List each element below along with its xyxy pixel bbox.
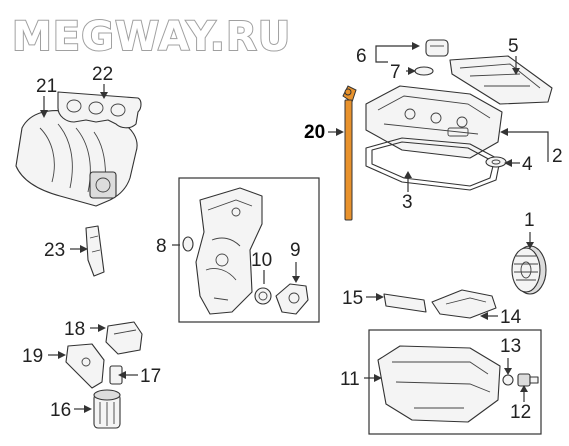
tensioner-part[interactable]: [275, 283, 309, 315]
callout-22: 22: [92, 64, 113, 85]
drain-washer-part[interactable]: [502, 374, 514, 386]
baffle-plate-part[interactable]: [431, 289, 497, 319]
callout-21: 21: [36, 76, 57, 97]
filter-base-part[interactable]: [65, 343, 105, 389]
engine-cover-part[interactable]: [449, 55, 553, 105]
callout-5: 5: [508, 36, 519, 57]
callout-6: 6: [356, 46, 367, 67]
cover-washer-part[interactable]: [485, 156, 507, 168]
callout-3: 3: [402, 192, 413, 213]
cover-small-gasket-part[interactable]: [182, 236, 194, 252]
callout-11: 11: [340, 369, 360, 390]
watermark: MEGWAY.RU: [12, 14, 291, 60]
oil-pan-group-frame: [368, 329, 542, 435]
oil-seal-part[interactable]: [254, 287, 272, 305]
callout-9: 9: [290, 240, 301, 261]
manifold-bracket-part[interactable]: [85, 225, 105, 277]
callout-15: 15: [342, 288, 363, 309]
timing-chain-cover-part[interactable]: [195, 187, 263, 315]
callout-13: 13: [500, 336, 521, 357]
callout-18: 18: [64, 319, 85, 340]
cylinder-head-cover-part[interactable]: [365, 85, 503, 159]
callout-4: 4: [522, 154, 533, 175]
callout-8: 8: [156, 236, 167, 257]
callout-1: 1: [524, 210, 535, 231]
oil-pressure-switch-part[interactable]: [105, 321, 143, 355]
callout-10: 10: [251, 250, 272, 271]
callout-2: 2: [552, 146, 563, 167]
cap-seal-part[interactable]: [414, 66, 434, 76]
intake-manifold-part[interactable]: [15, 110, 138, 207]
callout-14: 14: [500, 307, 522, 328]
callout-7: 7: [390, 62, 401, 83]
oil-filler-cap-part[interactable]: [425, 39, 449, 57]
callout-16: 16: [50, 400, 71, 421]
baffle-bracket-part[interactable]: [383, 293, 427, 313]
oil-dipstick-part[interactable]: [342, 85, 357, 221]
callout-20: 20: [304, 122, 325, 143]
callout-12: 12: [510, 402, 531, 423]
head-cover-gasket-part[interactable]: [365, 137, 501, 191]
drain-bolt-part[interactable]: [517, 373, 539, 387]
oil-pan-part[interactable]: [377, 345, 501, 423]
callout-17: 17: [140, 366, 161, 387]
manifold-gasket-part[interactable]: [57, 91, 142, 129]
timing-cover-group-frame: [178, 177, 320, 323]
callout-23: 23: [44, 240, 65, 261]
oil-filter-part[interactable]: [93, 389, 121, 429]
crankshaft-pulley-part[interactable]: [511, 245, 547, 295]
callout-19: 19: [22, 346, 43, 367]
